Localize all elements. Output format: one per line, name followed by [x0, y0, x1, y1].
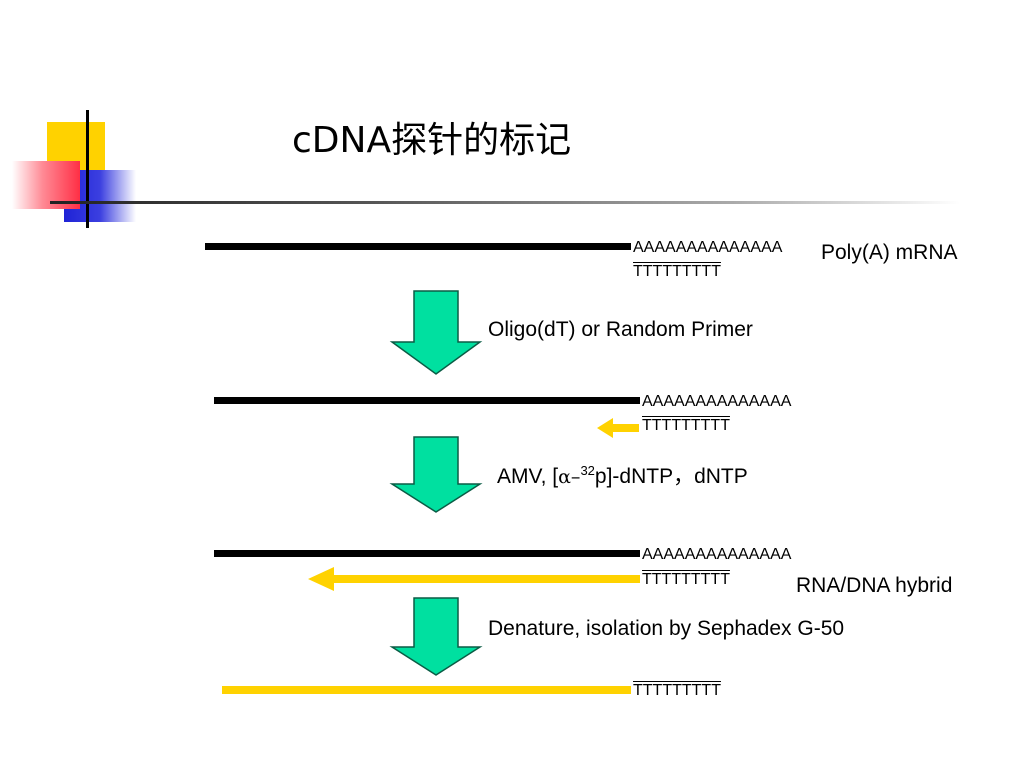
title-underline [50, 201, 960, 204]
label-step-labeling: AMV, [α–32p]-dNTP，dNTP [497, 463, 748, 489]
cdna-probe-strand [222, 686, 631, 694]
process-arrow-1-icon [389, 290, 483, 375]
label-step-denature: Denature, isolation by Sephadex G-50 [488, 617, 845, 640]
primer-arrow-short-icon [597, 418, 639, 438]
decor-vertical-line [86, 110, 89, 228]
label-rna-dna-hybrid: RNA/DNA hybrid [796, 574, 953, 597]
poly-a-tail-2: AAAAAAAAAAAAAA [642, 393, 792, 410]
oligo-dt-1: TTTTTTTTT [633, 263, 721, 280]
mrna-strand-3 [214, 550, 640, 557]
label-step-primer: Oligo(dT) or Random Primer [488, 318, 753, 341]
label-isotope-mass: 32 [580, 463, 595, 478]
label-step-labeling-prefix: AMV, [ [497, 465, 559, 488]
slide-title: cDNA探针的标记 [292, 120, 572, 161]
label-alpha: α– [558, 466, 581, 488]
oligo-dt-2: TTTTTTTTT [642, 417, 730, 434]
cdna-strand-arrow-icon [308, 567, 640, 591]
label-step-labeling-suffix: p]-dNTP，dNTP [594, 465, 748, 488]
poly-a-tail-3: AAAAAAAAAAAAAA [642, 546, 792, 563]
process-arrow-3-icon [389, 597, 483, 676]
oligo-dt-3: TTTTTTTTT [642, 571, 730, 588]
mrna-strand-2 [214, 397, 640, 404]
label-poly-a-mrna: Poly(A) mRNA [821, 241, 958, 264]
process-arrow-2-icon [389, 436, 483, 513]
poly-a-tail-1: AAAAAAAAAAAAAA [633, 239, 783, 256]
mrna-strand-1 [205, 243, 631, 250]
oligo-dt-4: TTTTTTTTT [633, 682, 721, 699]
